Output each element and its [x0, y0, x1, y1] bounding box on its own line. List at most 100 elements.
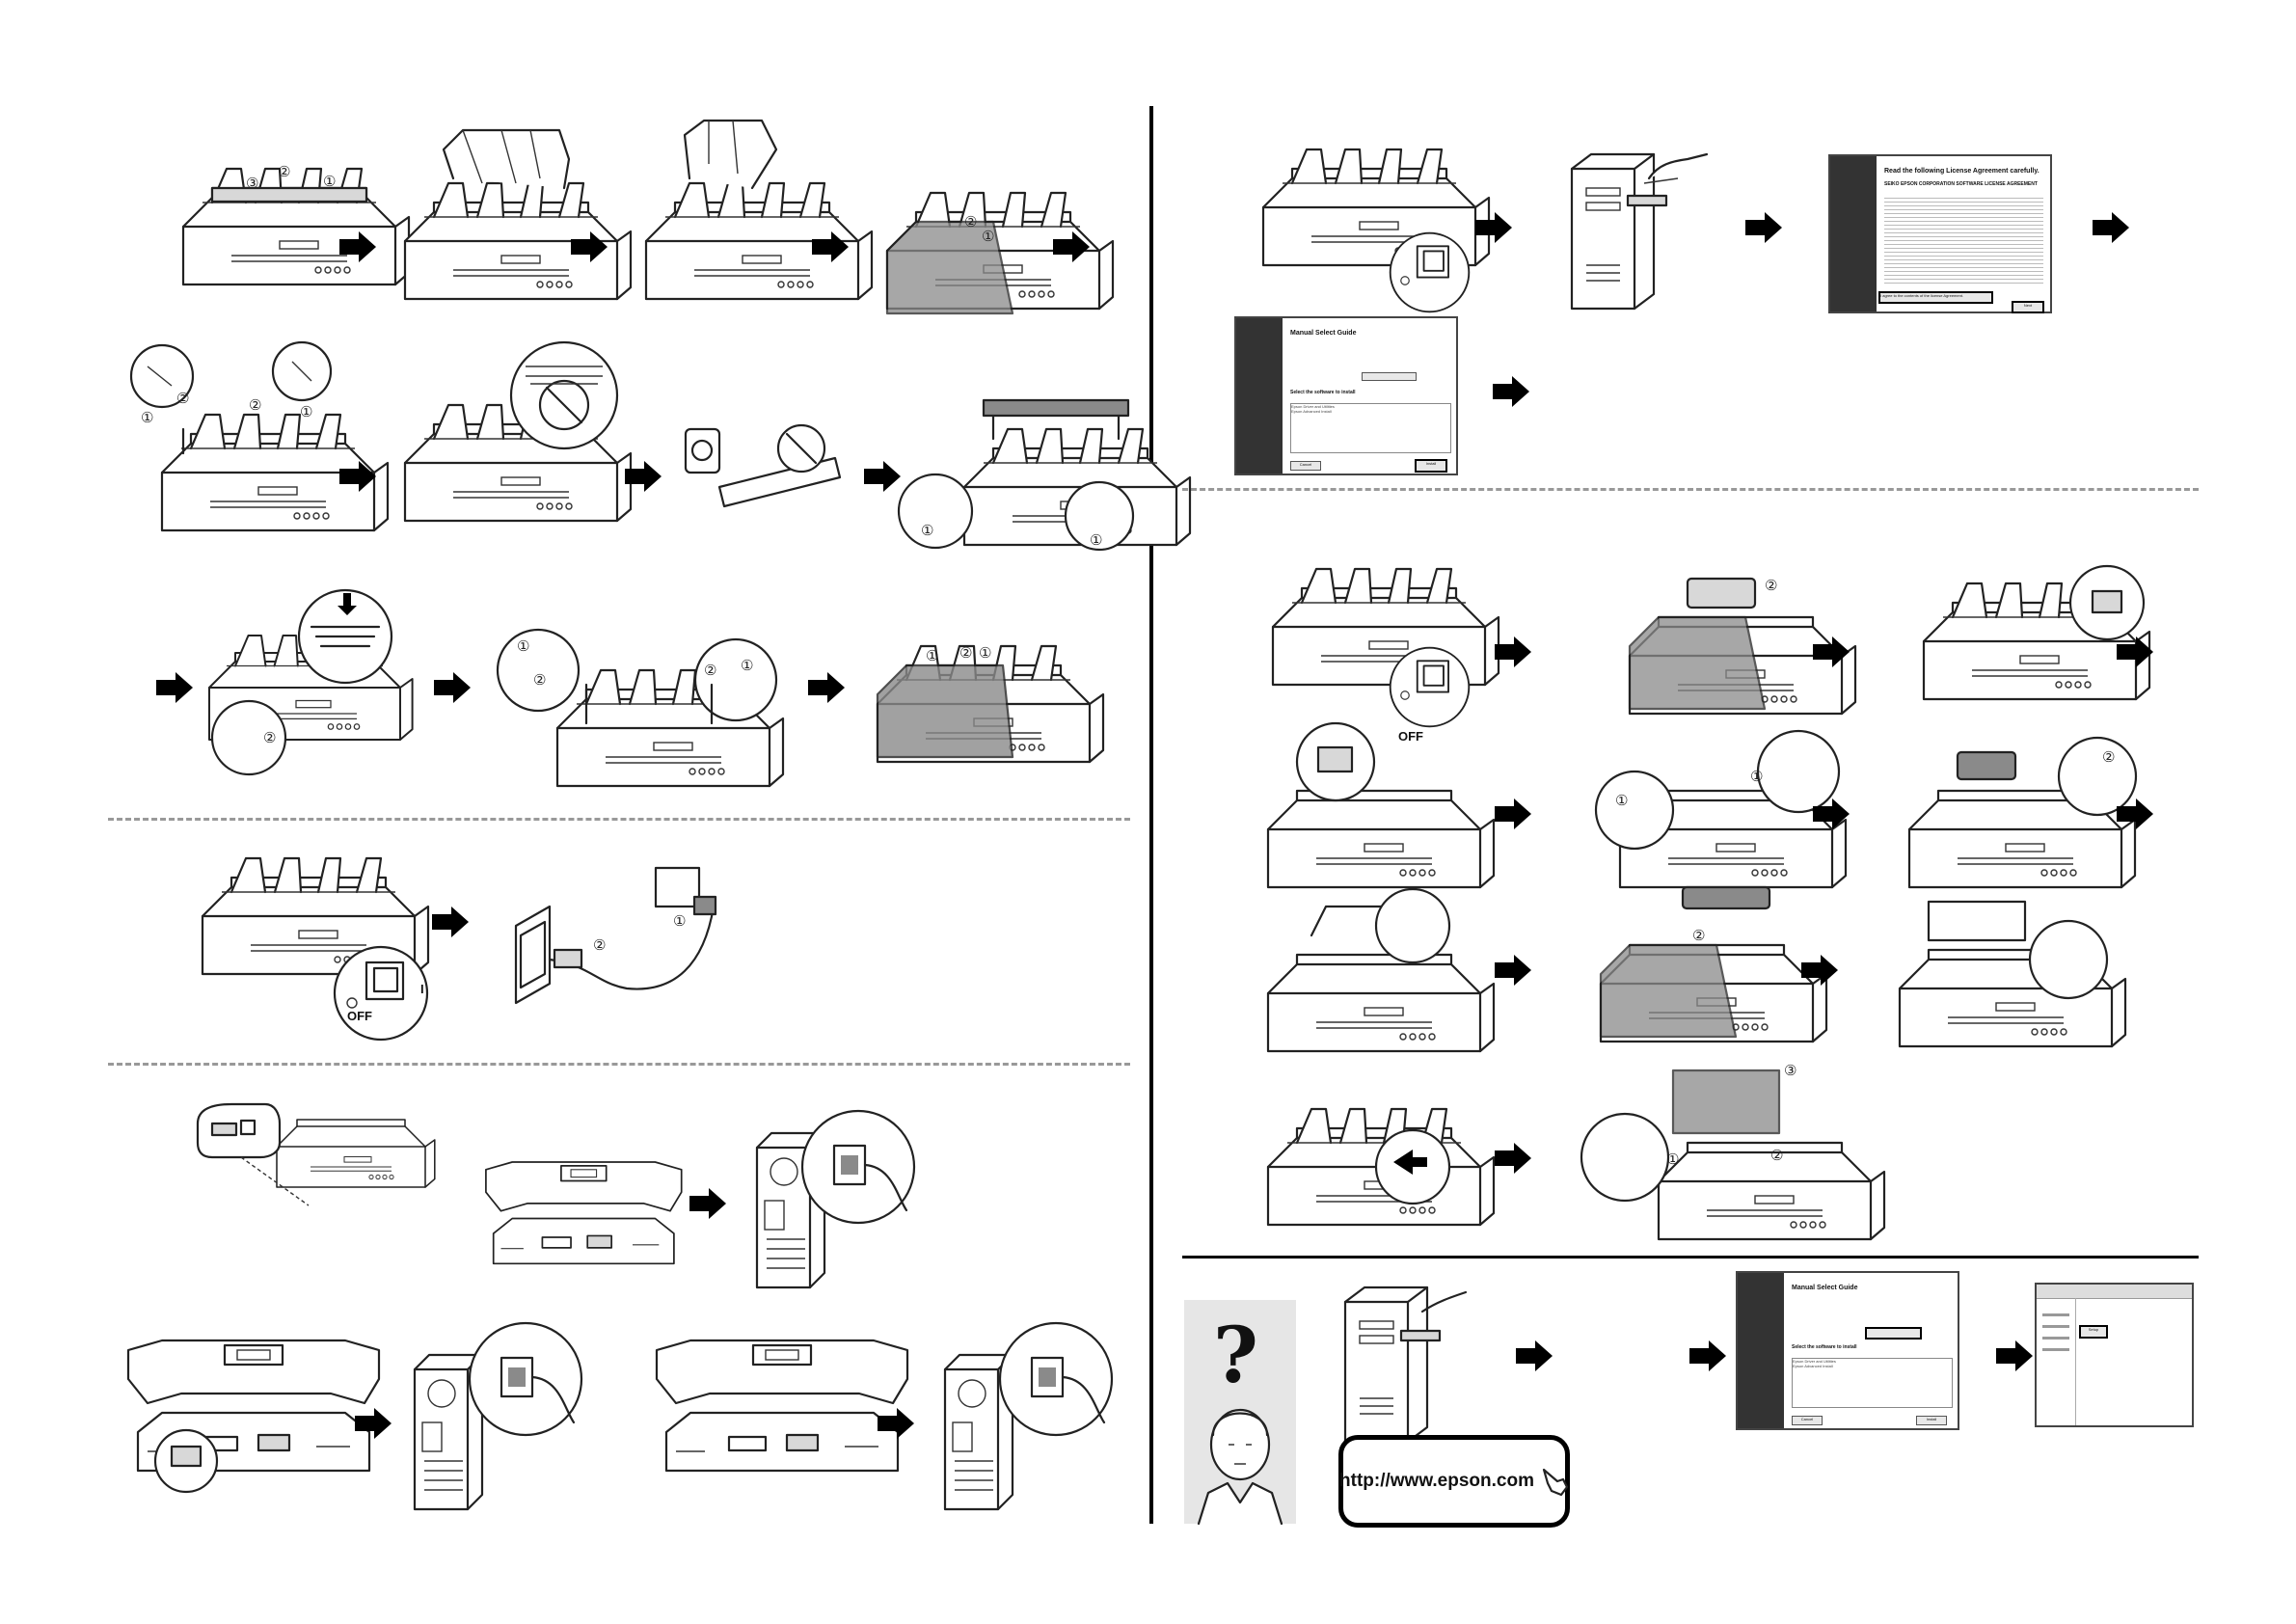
step-illustration-ribbon-2: ②: [1628, 577, 1857, 716]
arrow-right-icon: [1745, 212, 1782, 243]
step-illustration-2-3: [684, 423, 842, 508]
svg-text:②: ②: [1770, 1147, 1783, 1164]
step-illustration-1-3: [644, 119, 874, 301]
arrow-right-icon: [1495, 798, 1531, 829]
svg-text:①: ①: [323, 173, 336, 190]
installer-dialog-title: Manual Select Guide: [1290, 330, 1357, 337]
help-installer-item-2[interactable]: Epson Advanced Install: [1793, 1364, 1833, 1368]
svg-text:②: ②: [249, 396, 261, 414]
arrow-right-icon: [878, 1408, 914, 1439]
website-url[interactable]: http://www.epson.com: [1339, 1471, 1534, 1491]
step-illustration-power-1: OFF I: [201, 856, 430, 1042]
help-installer-select-label: Select the software to install: [1792, 1344, 1857, 1350]
svg-text:①: ①: [741, 657, 753, 674]
license-next-button[interactable]: Next: [2012, 301, 2044, 313]
help-installer-title: Manual Select Guide: [1792, 1285, 1858, 1291]
help-panel: ?: [1184, 1300, 1296, 1526]
section-divider-left-1: [108, 818, 1130, 821]
step-illustration-sw-2: [1570, 152, 1709, 311]
arrow-right-icon: [1801, 955, 1838, 986]
help-installer-item-1[interactable]: Epson Driver and Utilities: [1793, 1359, 1836, 1364]
arrow-right-icon: [1493, 376, 1529, 407]
installer-item-2[interactable]: Epson Advanced Install: [1291, 409, 1332, 414]
installer-install-button[interactable]: Install: [1415, 459, 1447, 473]
arrow-right-icon: [1495, 1143, 1531, 1174]
step-illustration-ribbon-7: [1266, 887, 1496, 1053]
explorer-window: Setup: [2035, 1283, 2194, 1427]
installer-browse-button[interactable]: [1362, 372, 1417, 381]
step-illustration-ribbon-5: ①①: [1594, 729, 1848, 889]
step-illustration-ribbon-9: [1898, 900, 2127, 1048]
step-illustration-1-4: ②①: [885, 191, 1115, 315]
arrow-right-icon: [812, 231, 849, 262]
step-illustration-ribbon-8: ②: [1599, 885, 1828, 1043]
license-dialog: Read the following License Agreement car…: [1828, 154, 2052, 313]
arrow-right-icon: [571, 231, 608, 262]
step-illustration-interface-3: [755, 1109, 916, 1289]
svg-text:①: ①: [1615, 792, 1628, 809]
arrow-right-icon: [156, 672, 193, 703]
help-installer-browse-button[interactable]: [1865, 1327, 1922, 1340]
step-illustration-sw-1: OFF: [1261, 148, 1491, 331]
step-illustration-interface-7: [943, 1321, 1114, 1511]
arrow-right-icon: [2093, 212, 2129, 243]
section-divider-right-1: [1182, 488, 2199, 491]
svg-text:①: ①: [141, 409, 153, 426]
svg-text:②: ②: [1692, 927, 1705, 944]
on-label: I: [420, 982, 424, 996]
step-illustration-interface-2: [485, 1161, 683, 1265]
arrow-right-icon: [2117, 636, 2153, 667]
svg-text:②: ②: [593, 936, 606, 954]
installer-select-label: Select the software to install: [1290, 390, 1356, 395]
arrow-right-icon: [808, 672, 845, 703]
step-illustration-ribbon-6: ②: [1907, 736, 2138, 889]
arrow-right-icon: [355, 1408, 392, 1439]
arrow-right-icon: [1495, 636, 1531, 667]
installer-item-1[interactable]: Epson Driver and Utilities: [1291, 404, 1335, 409]
section-divider-right-2: [1182, 1256, 2199, 1259]
svg-text:①: ①: [926, 647, 938, 664]
arrow-right-icon: [432, 907, 469, 937]
step-illustration-paper-1: [1266, 1107, 1496, 1227]
help-installer-cancel-button[interactable]: Cancel: [1792, 1416, 1823, 1425]
step-illustration-1-2: [403, 128, 633, 301]
svg-text:②: ②: [704, 662, 716, 679]
help-installer-dialog: Manual Select Guide Select the software …: [1736, 1271, 1959, 1430]
step-illustration-help-1: [1343, 1286, 1468, 1444]
step-illustration-interface-6: [655, 1339, 909, 1473]
step-illustration-interface-5: [413, 1321, 583, 1511]
svg-text:①: ①: [921, 522, 933, 539]
svg-text:①: ①: [517, 637, 529, 655]
step-illustration-3-1: ②: [208, 588, 414, 776]
svg-text:②: ②: [964, 213, 977, 230]
svg-text:②: ②: [176, 390, 189, 407]
step-illustration-ribbon-4: [1266, 721, 1496, 889]
step-illustration-ribbon-1: OFF: [1271, 567, 1500, 744]
section-divider-left-2: [108, 1063, 1130, 1066]
step-illustration-power-2: ②①: [514, 866, 717, 1005]
explorer-setup-item[interactable]: Setup: [2079, 1325, 2108, 1339]
arrow-right-icon: [1813, 798, 1850, 829]
epson-website-box[interactable]: http://www.epson.com: [1338, 1435, 1570, 1528]
step-illustration-ribbon-3: [1922, 564, 2151, 701]
arrow-right-icon: [339, 231, 376, 262]
step-illustration-2-2: [403, 340, 633, 523]
license-heading: SEIKO EPSON CORPORATION SOFTWARE LICENSE…: [1884, 181, 2038, 187]
svg-text:③: ③: [1784, 1062, 1796, 1079]
step-illustration-2-4: ①①: [897, 398, 1192, 552]
arrow-right-icon: [689, 1188, 726, 1219]
installer-cancel-button[interactable]: Cancel: [1290, 461, 1321, 471]
arrow-right-icon: [1053, 231, 1090, 262]
license-accept-checkbox[interactable]: I agree to the contents of the license A…: [1878, 291, 1993, 304]
license-dialog-title: Read the following License Agreement car…: [1884, 168, 2039, 175]
svg-text:①: ①: [300, 403, 312, 420]
off-label: OFF: [347, 1009, 372, 1023]
help-installer-install-button[interactable]: Install: [1916, 1416, 1947, 1425]
arrow-right-icon: [434, 672, 471, 703]
svg-text:①: ①: [673, 912, 686, 930]
svg-text:②: ②: [533, 671, 546, 689]
